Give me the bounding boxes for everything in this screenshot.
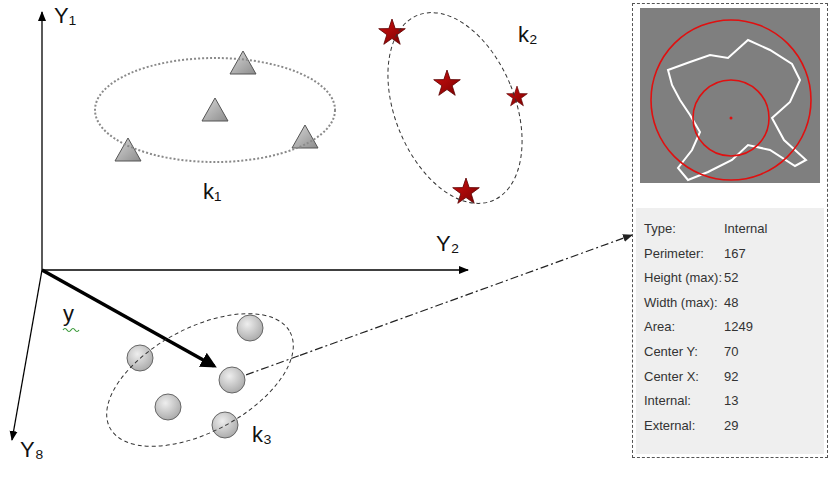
spell-underline [63,329,79,332]
property-value: 52 [724,266,767,291]
cluster-ellipse: k₁ [95,58,335,162]
property-value: 167 [724,242,767,267]
circle-point [219,367,245,393]
property-value: 48 [724,291,767,316]
property-name: Center X: [644,365,724,390]
axis-line [12,270,42,440]
property-value: Internal [724,217,767,242]
property-name: Area: [644,315,724,340]
property-value: 92 [724,365,767,390]
property-table: Type:InternalPerimeter:167Height (max):5… [644,217,767,438]
outer-circle [651,20,811,180]
cluster-ellipse: k₂ [375,5,535,211]
star-point [434,70,461,95]
cluster-outline [95,58,335,162]
star-point [379,19,406,44]
triangle-points [115,51,318,161]
cluster-label: k₁ [203,180,221,204]
star-points [379,19,528,203]
property-name: Height (max): [644,266,724,291]
leader-line [246,355,300,375]
axis-label: Y₂ [436,232,459,256]
cluster-ellipse [86,286,315,474]
center-dot [730,117,733,120]
property-name: Type: [644,217,724,242]
cluster-ellipse: k₃ [100,300,300,460]
property-name: Center Y: [644,340,724,365]
cluster-label: k₃ [252,423,272,447]
circle-points [127,315,263,438]
vector-arrow [42,270,214,366]
circle-point [155,394,181,420]
inner-circle [693,80,769,156]
circle-point [237,315,263,341]
cluster-ellipse [362,0,548,223]
triangle-point [230,51,256,74]
axis-label: Y₁ [54,4,76,28]
measurement-panel: Type:InternalPerimeter:167Height (max):5… [632,3,828,458]
property-value: 29 [724,414,767,439]
cluster-ellipse [95,58,335,162]
property-name: Width (max): [644,291,724,316]
property-name: Perimeter: [644,242,724,267]
axes [12,12,468,440]
callout-connector [300,235,632,355]
axis-label: Y₈ [20,438,44,462]
triangle-point [115,138,141,161]
star-point [507,86,528,106]
star-point [453,178,480,203]
property-value: 70 [724,340,767,365]
axis-line [41,12,42,270]
segment-image [640,8,820,183]
cluster-outline [375,5,535,211]
axis-line [42,269,468,270]
property-name: External: [644,414,724,439]
table-ground [636,208,824,454]
property-value: 13 [724,389,767,414]
cluster-label: k₂ [518,23,538,47]
property-name: Internal: [644,389,724,414]
circle-point [212,412,238,438]
property-value: 1249 [724,315,767,340]
triangle-point [202,98,228,121]
vector-label: y [63,302,74,326]
